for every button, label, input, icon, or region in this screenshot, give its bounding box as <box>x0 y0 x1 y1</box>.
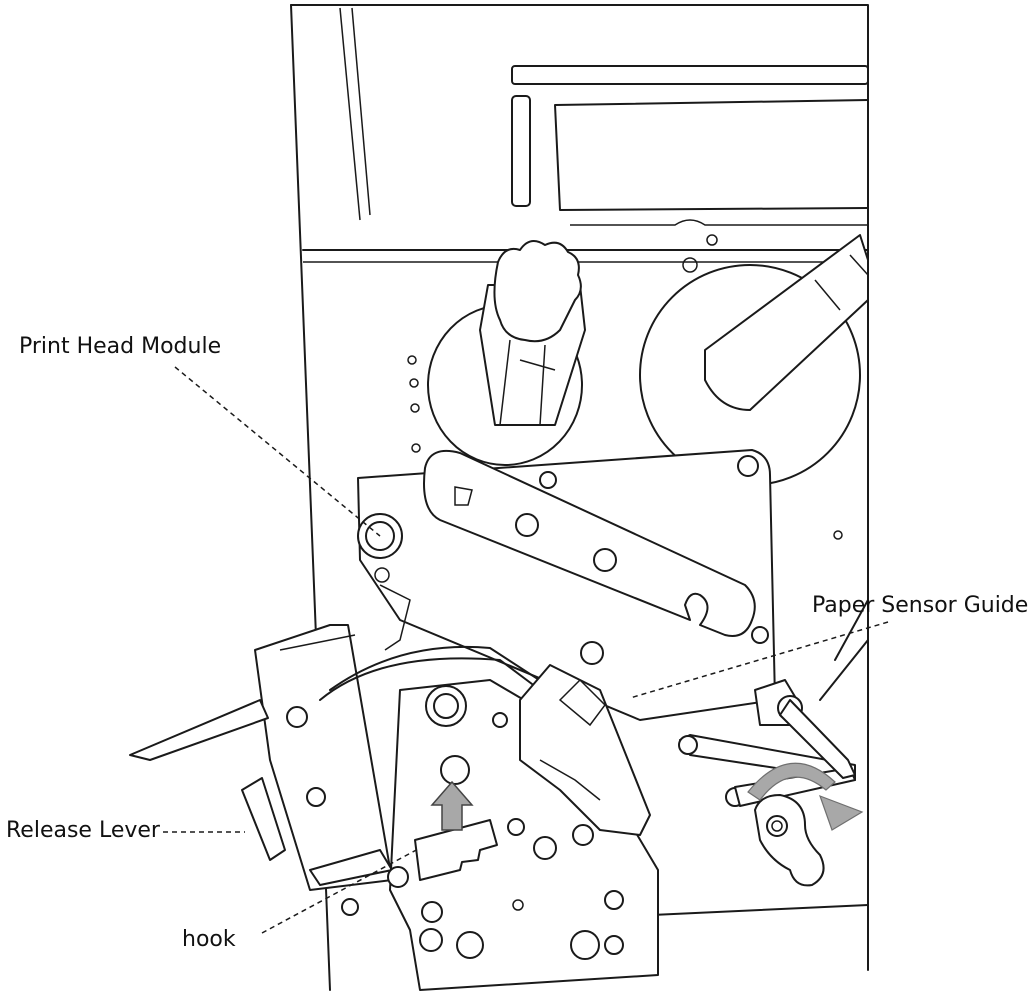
leader-lines <box>163 366 889 934</box>
rotate-arrow-icon <box>747 762 864 831</box>
label-print-head-module: Print Head Module <box>19 334 222 359</box>
frame-holes <box>407 355 843 540</box>
release-lever-assembly <box>129 624 571 891</box>
label-hook: hook <box>182 927 236 952</box>
print-head-module <box>357 449 776 721</box>
up-arrow-icon <box>430 780 474 831</box>
label-paper-sensor-guide: Paper Sensor Guide <box>812 593 1029 618</box>
latch-hook <box>754 794 825 887</box>
top-cover-slot <box>511 65 869 246</box>
leader-print-head <box>174 366 381 537</box>
label-release-lever: Release Lever <box>6 818 160 843</box>
leader-hook <box>261 847 421 934</box>
ribbon-rewind-spindle <box>639 234 869 486</box>
ribbon-supply-spindle <box>427 240 586 466</box>
